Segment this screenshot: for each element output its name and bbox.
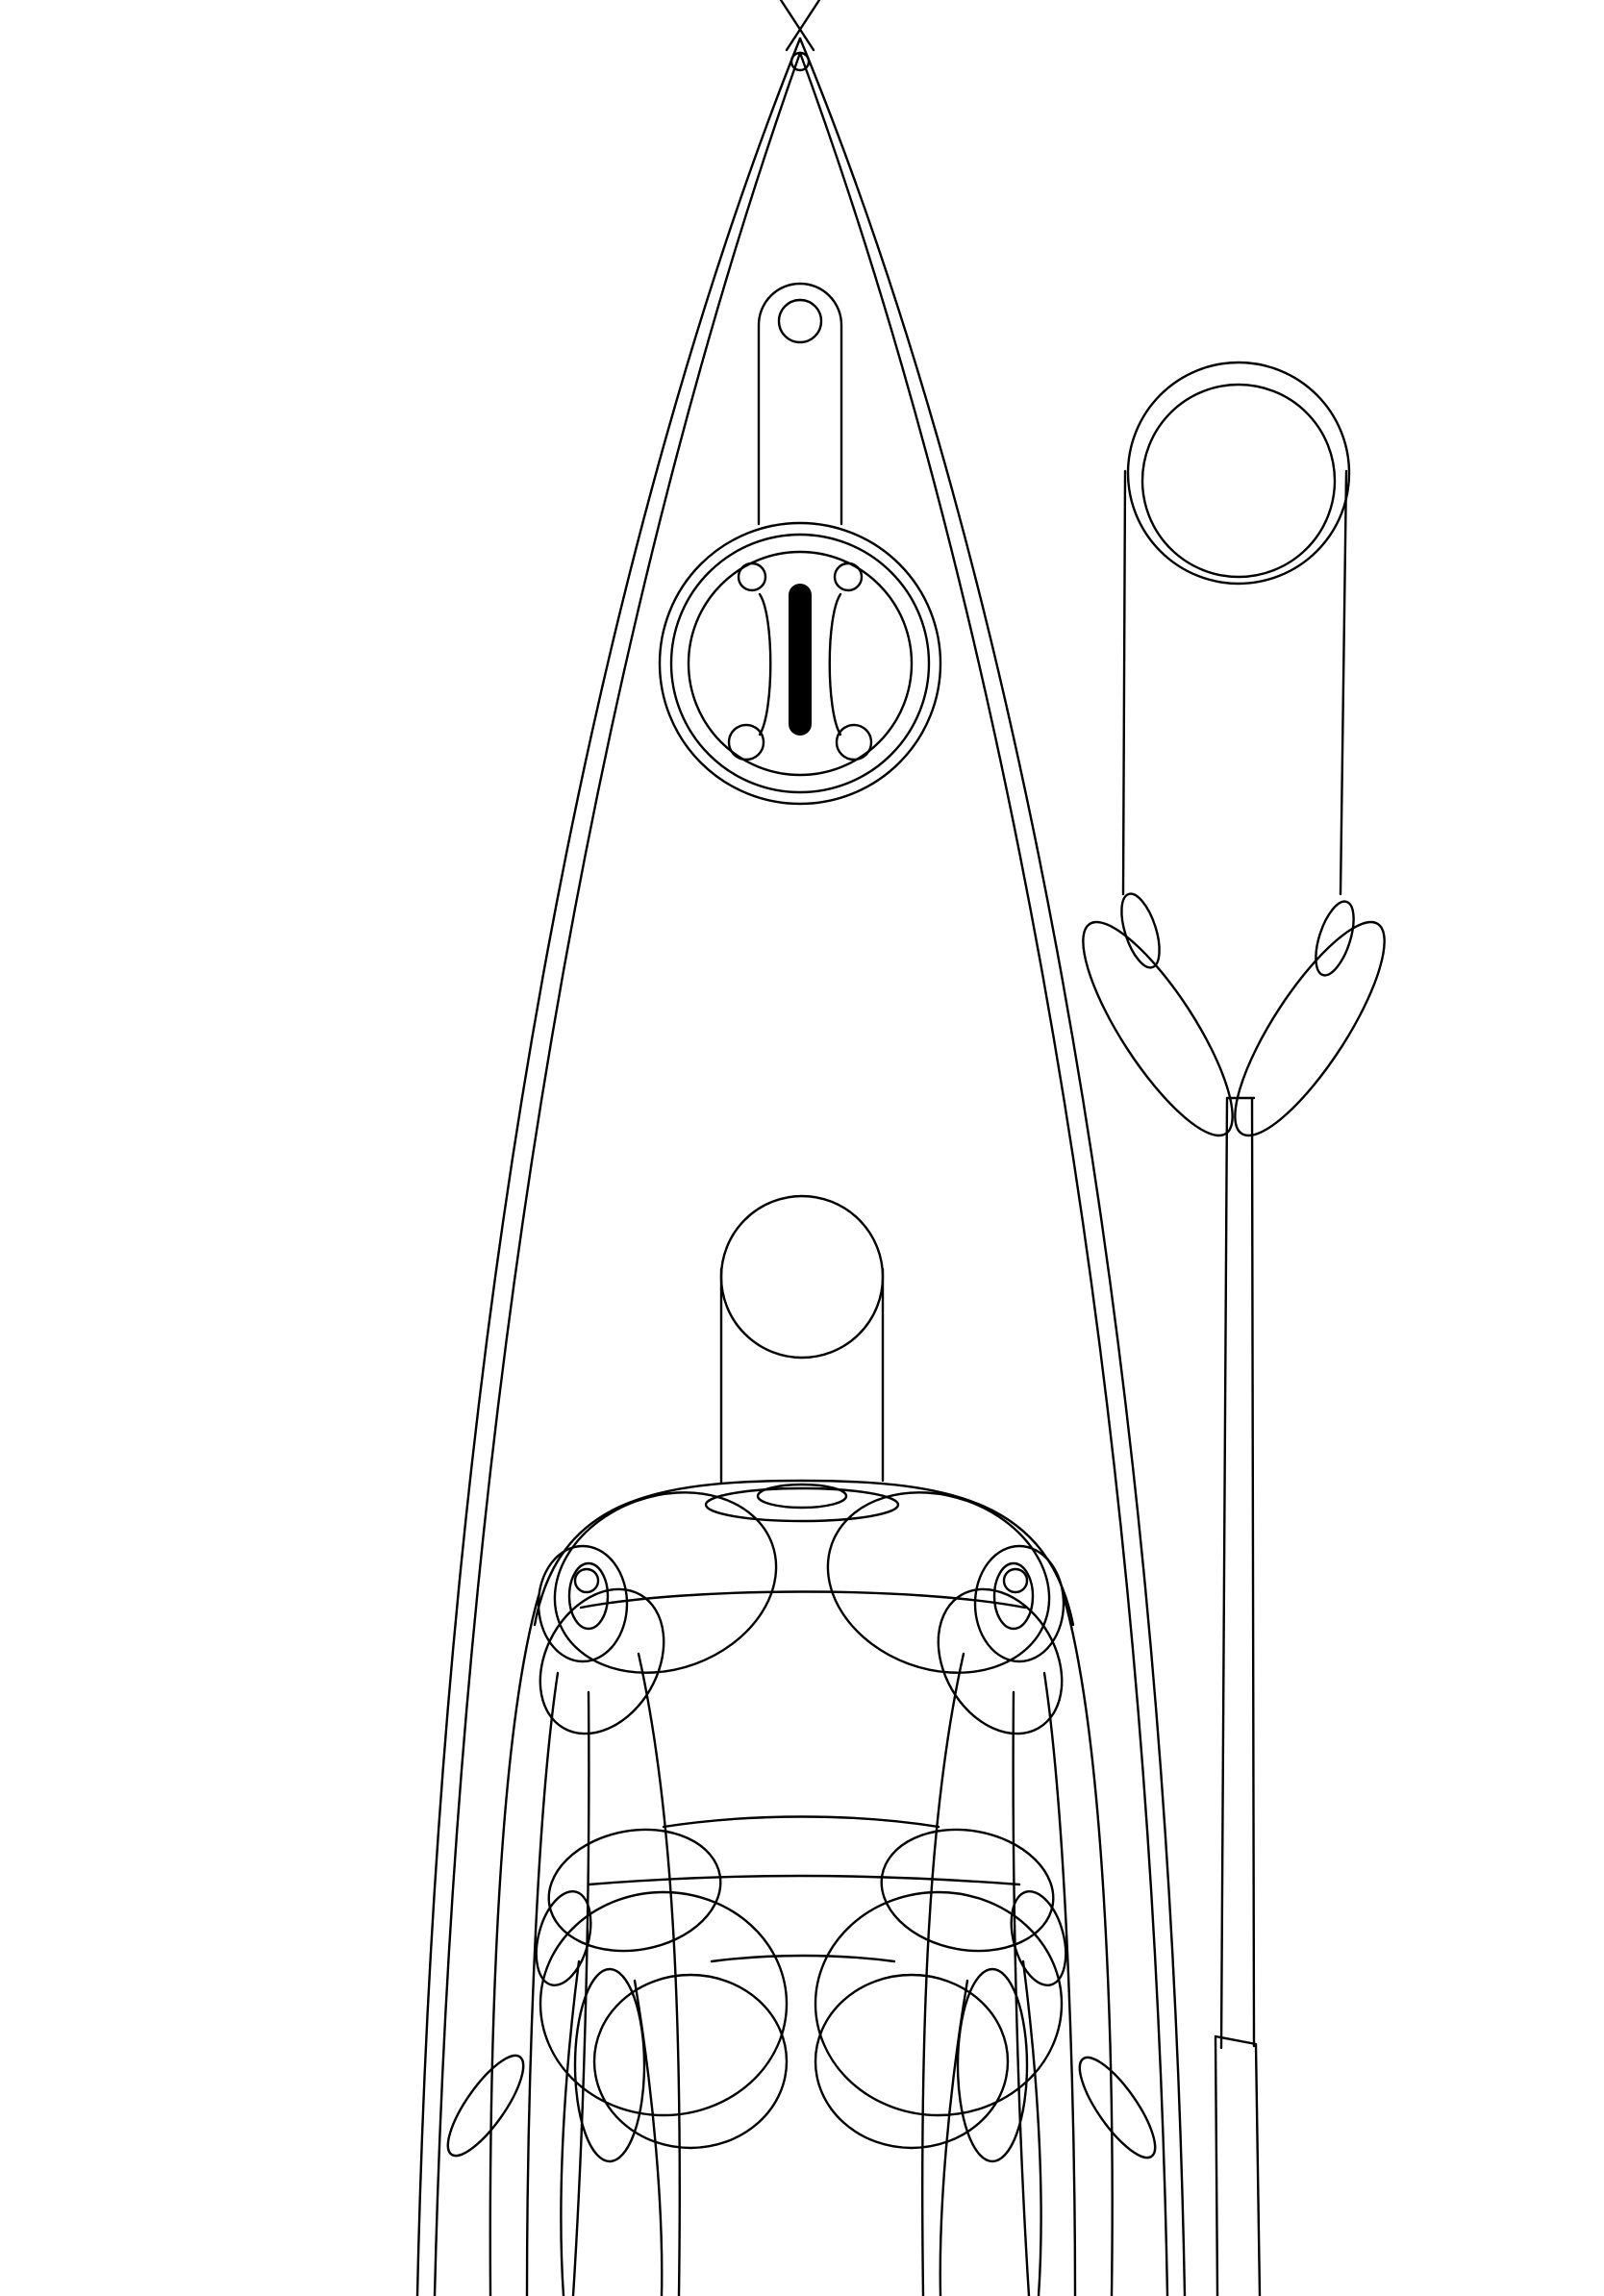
hatch-strap-buckle [833,562,864,592]
paddler-arm-left-outline [489,1594,540,2296]
paddler-arm-right-outline [1062,1594,1114,2296]
paddler-thigh-left [539,1890,789,2117]
paddler-leg-right-outline [1021,1959,1042,2296]
paddler-knee-right [814,1973,1010,2150]
paddler-hand-left [446,2054,525,2158]
paddler-head [719,1194,885,1360]
kayak-hull [415,0,1187,2296]
paddler-shoulder-right [826,1491,1051,1674]
paddler-waist-line [710,1954,896,1963]
hull-inner-right-edge [798,51,1169,2296]
paddler-side-left [535,1890,592,1986]
hatch-cover-outer [658,521,942,806]
paddler-neck [719,1267,885,1485]
paddler-waist-line [662,1815,940,1829]
paddler-arm-left-outline [637,1652,682,2296]
paddle-blade-top-outer [1126,361,1351,586]
paddle [1082,361,1386,2296]
hatch-cover-rim [669,533,931,794]
hull-inner-left-edge [433,51,802,2296]
hatch-strap-buckle [835,723,873,761]
paddle-shaft [1219,1096,1256,2050]
paddler-hand-right [1078,2056,1157,2159]
paddler-elbow-right-inner [992,1561,1035,1631]
bow-hatch [658,282,942,806]
paddle-drip-ring [1315,900,1355,977]
paddle-grip-petal-right [1234,920,1386,1137]
hatch-handle-bar [789,584,812,736]
paddler-elbow-joint [1002,1567,1029,1594]
paddler-arm-right-outline [1042,1671,1077,2296]
paddler-side-right [1010,1890,1067,1986]
carry-handle-bracket [757,282,843,526]
paddle-shaft-end [1214,2034,1262,2296]
hull-outer-left-edge [415,37,802,2296]
paddler-shoulder-top [704,1486,900,1523]
paddler-knee-left [592,1973,789,2150]
hatch-cover-inner [687,550,914,777]
paddler-arm-left-outline [525,1671,560,2296]
paddler-elbow-right [973,1544,1065,1663]
paddler-elbow-left-inner [567,1561,610,1631]
paddler-elbow-joint [573,1567,600,1594]
paddler-hip-right [880,1828,1055,1953]
paddler-chest-line [579,1590,1027,1610]
hatch-strap-buckle [727,723,765,761]
paddler-leg-left-outline [560,1959,581,2296]
bow-toggle-ring [789,51,811,72]
paddler-leg-right-outline [939,1979,969,2296]
paddler-shoulders-outline [533,1479,1075,1627]
hull-outer-right-edge [798,37,1187,2296]
paddler-hip-left [547,1828,722,1953]
hatch-strap-right [828,592,842,736]
paddler-waist-line [587,1874,1021,1886]
paddle-blade-top [1121,469,1348,896]
hatch-strap-left [758,592,772,736]
paddler-elbow-left [537,1544,629,1663]
paddle-blade-top-inner [1140,383,1337,579]
paddler-leg-left-outline [633,1979,664,2296]
paddler-shoulder-left [553,1491,778,1674]
hatch-strap-buckle [737,562,767,592]
bow-line-right [785,0,821,52]
paddler-shoulder-top [756,1483,848,1510]
paddler-upper-arm-left [539,1587,665,1735]
paddler-shin-right [956,1967,1029,2163]
bow-line-left [779,0,815,52]
paddler-upper-arm-right [937,1587,1064,1735]
paddler-shin-left [573,1967,646,2163]
paddler-thigh-right [814,1890,1064,2117]
paddler [446,1194,1157,2296]
paddler-arm-right-outline [920,1652,965,2296]
paddle-drip-ring [1120,892,1161,969]
carry-handle-ring [777,298,823,344]
